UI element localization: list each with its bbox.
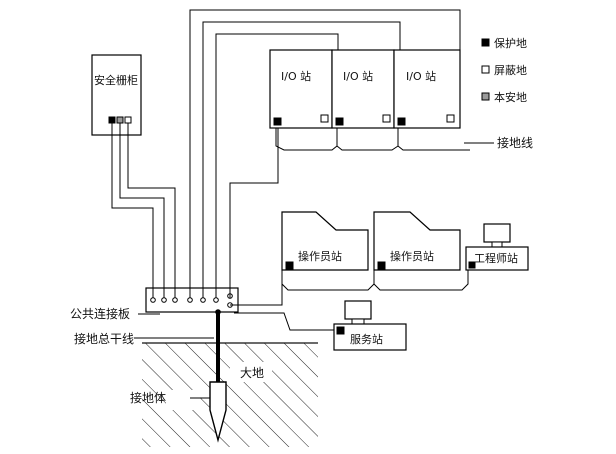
earth-label: 大地: [240, 366, 264, 380]
operator-station-2: [373, 211, 461, 271]
io-station-1: [269, 49, 333, 129]
monitor-icon: [344, 300, 372, 320]
io-station-3: [393, 49, 461, 129]
legend-label-shield: 屏蔽地: [494, 64, 527, 77]
operator-station-1-label: 操作员站: [298, 249, 342, 263]
ground-rod: [209, 312, 227, 443]
common-board-label: 公共连接板: [70, 306, 130, 321]
io-station-1-label: I/O 站: [281, 69, 311, 83]
ground-body-label: 接地体: [130, 390, 166, 405]
legend-label-intrinsic: 本安地: [494, 90, 527, 104]
io-station-2-label: I/O 站: [343, 69, 373, 83]
main-ground-line-label: 接地总干线: [74, 331, 134, 346]
operator-station-2-label: 操作员站: [390, 249, 434, 263]
legend-shield-marker: [481, 65, 490, 74]
earth-region: [142, 342, 318, 447]
cabinet-protective-terminal: [108, 116, 116, 124]
engineer-station: [465, 223, 529, 271]
station-wires: [230, 270, 469, 331]
engineer-station-label: 工程师站: [474, 251, 518, 265]
leader-lines: [134, 142, 494, 399]
io-station-2: [331, 49, 395, 129]
ground-line-label: 接地线: [497, 135, 533, 150]
safety-barrier-cabinet: [91, 54, 142, 136]
io-station-3-label: I/O 站: [406, 69, 436, 83]
operator-station-1: [281, 211, 369, 271]
cabinet-label: 安全栅柜: [94, 73, 138, 87]
common-connection-board: [145, 287, 239, 315]
legend-protective-marker: [481, 38, 490, 47]
legend: 保护地 屏蔽地 本安地: [481, 36, 527, 104]
monitor-icon: [483, 223, 511, 243]
cabinet-wires: [111, 123, 176, 298]
server-station-label: 服务站: [350, 332, 383, 346]
server-station: [333, 300, 407, 351]
legend-label-protective: 保护地: [494, 36, 527, 50]
legend-intrinsic-marker: [481, 92, 490, 101]
cabinet-shield-terminal: [124, 116, 132, 124]
cabinet-intrinsic-terminal: [116, 116, 124, 124]
